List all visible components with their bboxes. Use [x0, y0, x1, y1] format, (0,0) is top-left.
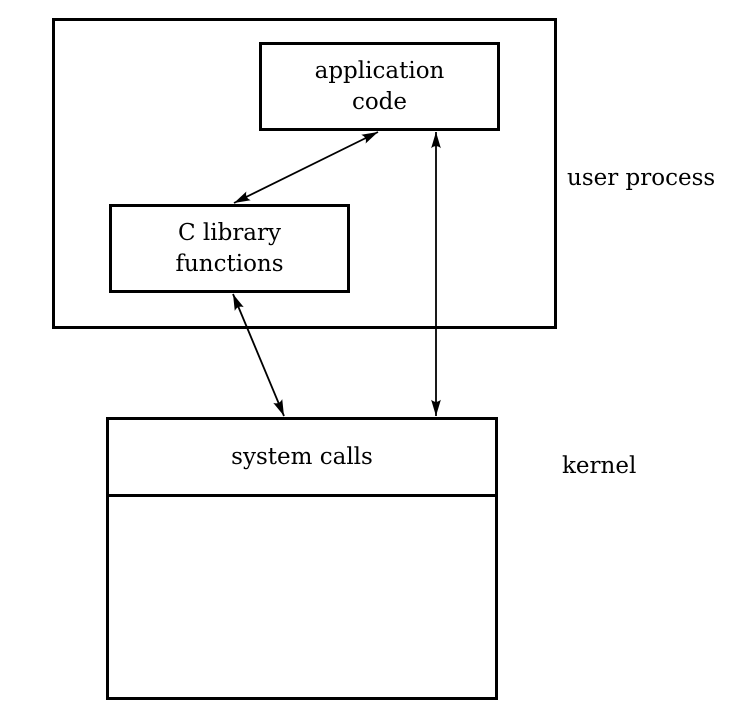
kernel-body-box	[106, 494, 498, 700]
application-code-box: application code	[259, 42, 500, 131]
c-library-label-line1: C library	[177, 219, 282, 246]
application-code-label-line1: application	[314, 57, 445, 84]
application-code-label-line2: code	[351, 88, 408, 115]
system-calls-label: system calls	[231, 443, 373, 470]
user-process-box	[52, 18, 557, 329]
c-library-functions-box: C library functions	[109, 204, 350, 293]
system-calls-box: system calls	[106, 417, 498, 497]
c-library-label-line2: functions	[175, 250, 284, 277]
user-process-label: user process	[567, 165, 716, 191]
kernel-label: kernel	[562, 453, 637, 479]
